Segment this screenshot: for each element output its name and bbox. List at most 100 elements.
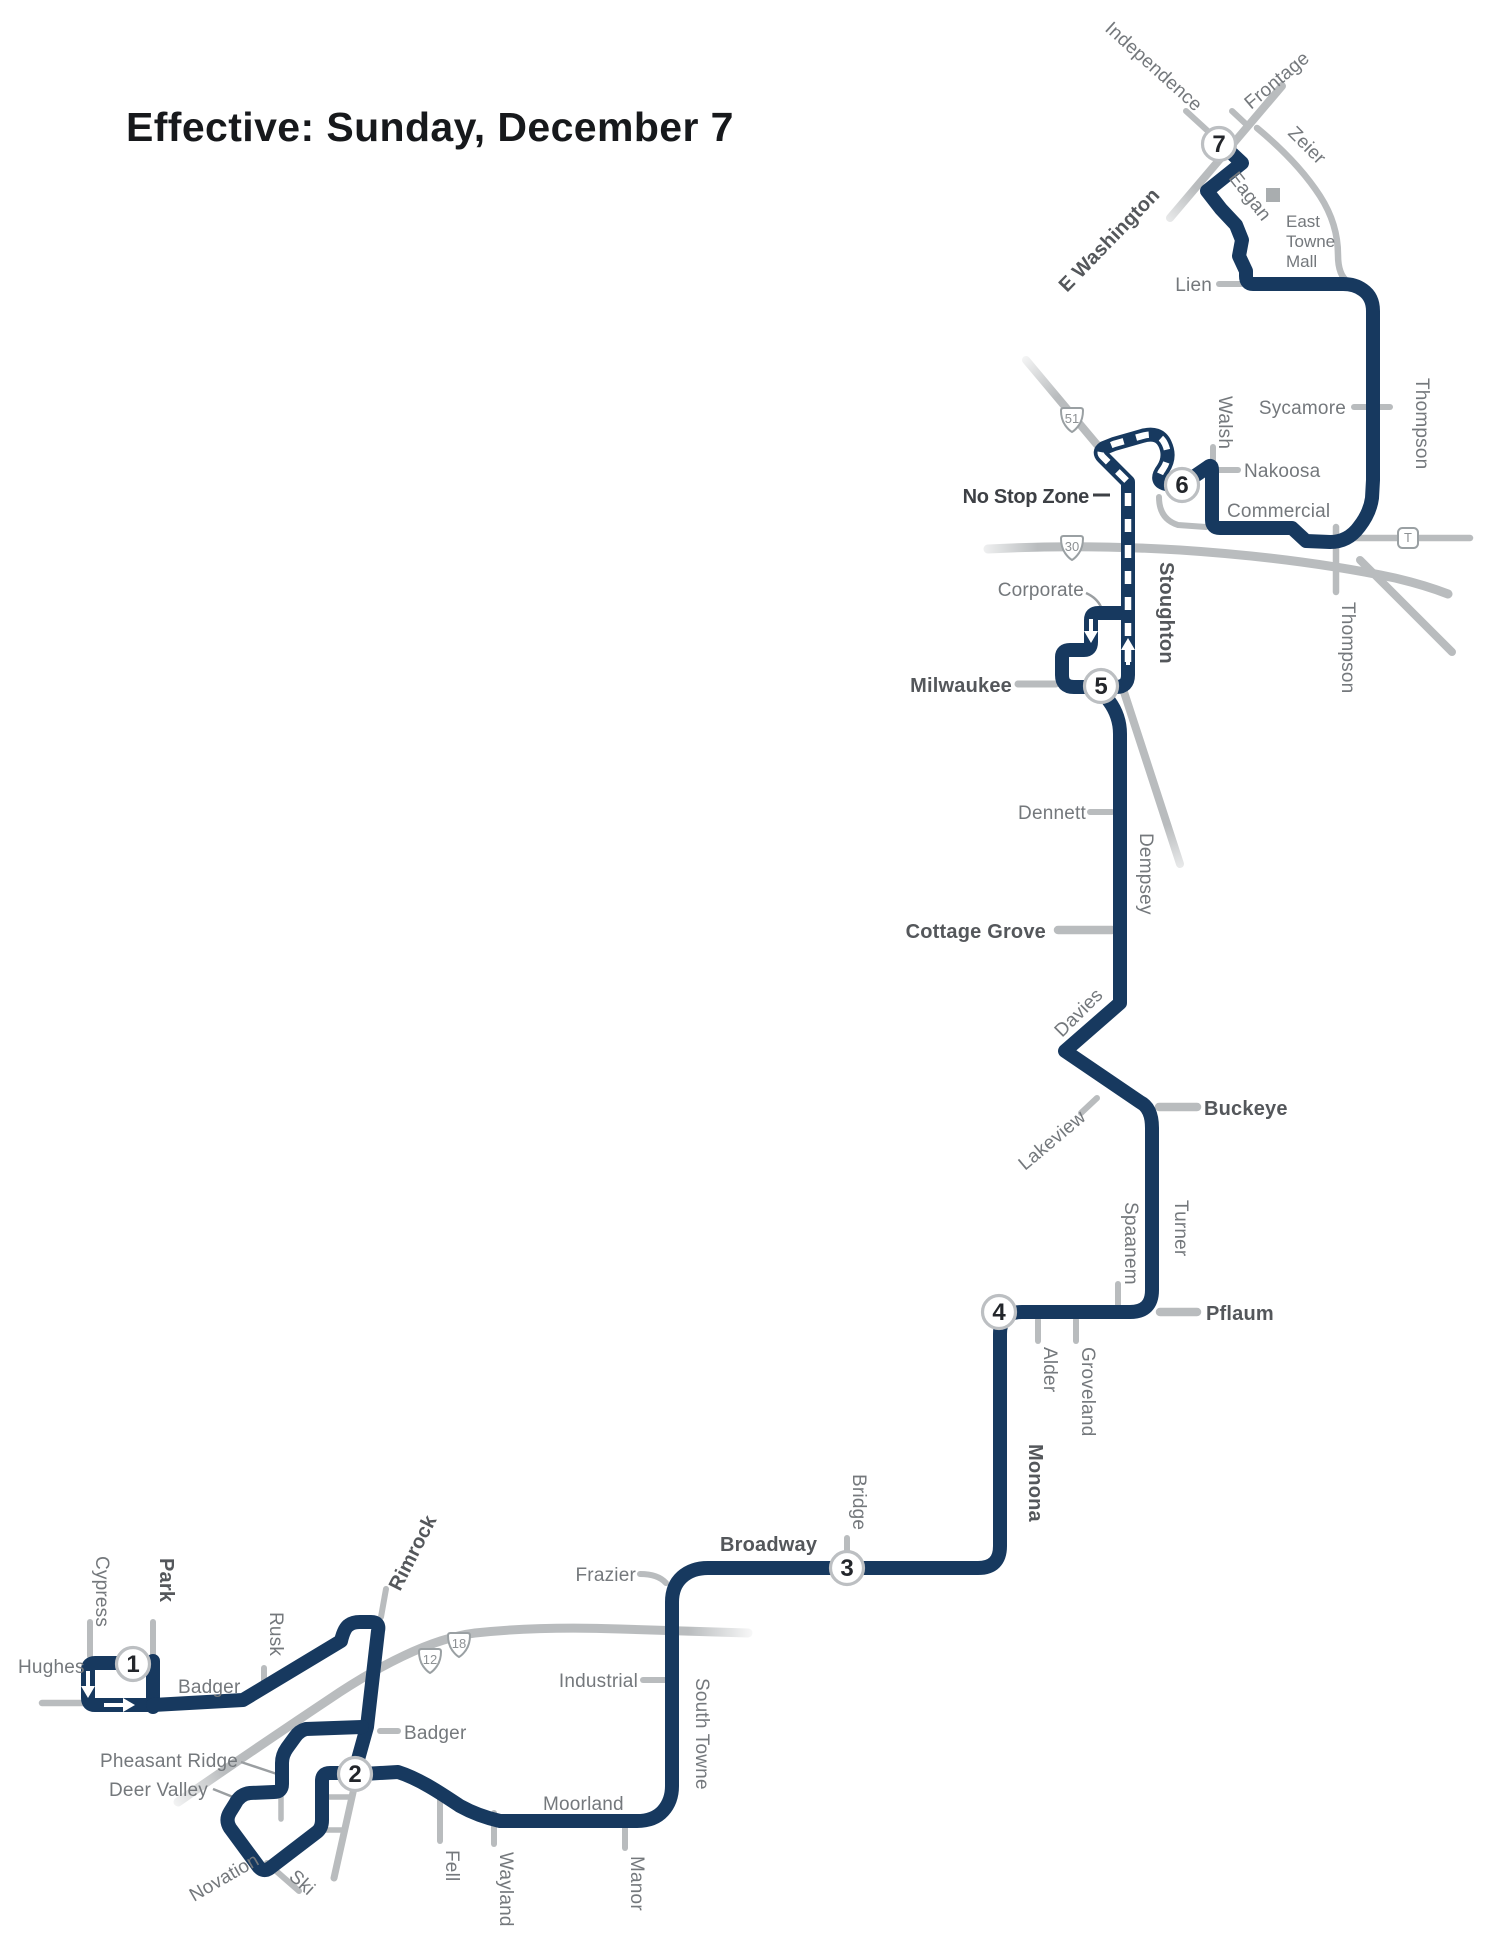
- street-label-rimrock: Rimrock: [385, 1511, 442, 1594]
- east-towne-mall-line1: East: [1286, 212, 1320, 231]
- road-independence: [1183, 108, 1213, 136]
- highway-shield-30: 30: [1059, 535, 1085, 562]
- street-label-pheasant-ridge: Pheasant Ridge: [100, 1751, 238, 1772]
- arrow-right-stop1-loop: [104, 1698, 135, 1712]
- street-label-moorland: Moorland: [543, 1794, 624, 1815]
- arrow-up-stoughton: [1121, 638, 1135, 665]
- street-label-independence: Independence: [1101, 18, 1206, 116]
- stop-3-marker: 3: [828, 1549, 866, 1587]
- street-label-turner: Turner: [1170, 1200, 1191, 1257]
- street-label-sycamore: Sycamore: [1259, 398, 1346, 419]
- street-label-alder: Alder: [1039, 1347, 1060, 1393]
- arrow-down-stop1-loop: [81, 1671, 95, 1698]
- street-label-dempsey: Dempsey: [1135, 833, 1156, 915]
- route-no-stop-zone-dashes: [1097, 431, 1175, 662]
- tick-frazier: [637, 1571, 669, 1586]
- street-label-park: Park: [155, 1558, 177, 1603]
- street-label-buckeye: Buckeye: [1204, 1098, 1288, 1120]
- street-label-groveland: Groveland: [1077, 1347, 1098, 1436]
- street-label-hughes: Hughes: [18, 1657, 85, 1678]
- road-zeier: [1253, 124, 1352, 286]
- street-label-ski: Ski: [285, 1866, 319, 1900]
- street-label-stoughton: Stoughton: [1155, 562, 1177, 664]
- street-label-thompson-upper: Thompson: [1411, 378, 1432, 469]
- street-label-cottage-grove: Cottage Grove: [906, 921, 1046, 943]
- street-label-lien: Lien: [1175, 275, 1212, 296]
- street-label-industrial: Industrial: [559, 1671, 638, 1692]
- road-rimrock-upper: [378, 1586, 389, 1620]
- street-label-badger-south: Badger: [404, 1723, 467, 1744]
- road-highway-30-branch: [1356, 556, 1456, 656]
- shield-51-label: 51: [1065, 411, 1079, 426]
- stop-4-circle: [980, 1293, 1018, 1331]
- street-label-milwaukee: Milwaukee: [910, 675, 1012, 697]
- street-label-corporate: Corporate: [998, 580, 1084, 601]
- street-label-south-towne: South Towne: [691, 1678, 712, 1790]
- stop-5-circle: [1082, 667, 1120, 705]
- street-label-walsh: Walsh: [1214, 396, 1235, 449]
- fade-hwy1218-right: [688, 1616, 760, 1648]
- label-no-stop-zone: No Stop Zone: [963, 486, 1090, 508]
- east-towne-mall-line2: Towne: [1286, 232, 1335, 251]
- street-label-commercial: Commercial: [1227, 501, 1330, 522]
- street-label-manor: Manor: [626, 1856, 647, 1911]
- stop-2-marker: 2: [336, 1755, 374, 1793]
- street-label-cypress: Cypress: [91, 1556, 112, 1627]
- stop-3-number: 3: [840, 1555, 853, 1582]
- stop-4-marker: 4: [980, 1293, 1018, 1331]
- street-label-spaanem: Spaanem: [1120, 1202, 1141, 1285]
- pointer-pheasant-ridge: [240, 1760, 278, 1776]
- highway-shield-51: 51: [1059, 407, 1085, 434]
- stop-7-circle: [1200, 125, 1238, 163]
- street-label-frontage: Frontage: [1241, 48, 1314, 114]
- fade-hwy30-left: [968, 536, 1038, 562]
- fade-hwy1218-left: [156, 1760, 234, 1824]
- street-label-lakeview: Lakeview: [1015, 1107, 1090, 1175]
- shield-t-label: T: [1404, 530, 1412, 545]
- stop-1-marker: 1: [114, 1645, 152, 1683]
- street-label-bridge: Bridge: [848, 1474, 869, 1530]
- stop-7-marker: 7: [1200, 125, 1238, 163]
- road-highway-12-18: [173, 1623, 753, 1807]
- stop-5-number: 5: [1094, 673, 1107, 700]
- shield-12-label: 12: [423, 1652, 437, 1667]
- street-label-dennett: Dennett: [1018, 803, 1086, 824]
- fade-hwy51-lower: [1154, 820, 1202, 892]
- street-label-wayland: Wayland: [495, 1852, 516, 1927]
- street-label-deer-valley: Deer Valley: [109, 1780, 208, 1801]
- highway-shields: 51 30 12 18 T: [417, 407, 1419, 1675]
- stop-6-number: 6: [1175, 472, 1188, 499]
- east-towne-mall-label: East Towne Mall: [1286, 212, 1335, 271]
- street-label-broadway: Broadway: [720, 1534, 818, 1556]
- arrow-down-corporate-loop: [1084, 619, 1098, 643]
- route-main-west-east: [146, 606, 1159, 1828]
- street-label-thompson-lower: Thompson: [1337, 602, 1358, 693]
- stop-1-number: 1: [126, 1651, 139, 1678]
- street-label-nakoosa: Nakoosa: [1244, 461, 1321, 482]
- highway-shield-18: 18: [446, 1632, 472, 1659]
- shield-30-label: 30: [1065, 539, 1079, 554]
- street-label-rusk: Rusk: [265, 1612, 286, 1656]
- stop-5-marker: 5: [1082, 667, 1120, 705]
- page-title: Effective: Sunday, December 7: [126, 104, 734, 150]
- stop-6-circle: [1163, 466, 1201, 504]
- highway-shield-12: 12: [417, 1648, 443, 1675]
- street-label-frazier: Frazier: [575, 1565, 636, 1586]
- road-service-loop-stop6: [1156, 494, 1209, 530]
- street-label-e-washington: E Washington: [1055, 184, 1165, 296]
- pointer-corporate: [1085, 591, 1103, 608]
- street-label-pflaum: Pflaum: [1206, 1303, 1274, 1325]
- stop-markers: 1 2 3 4 5 6 7: [114, 125, 1238, 1793]
- stop-2-number: 2: [348, 1761, 361, 1788]
- tick-lakeview: [1078, 1095, 1100, 1116]
- street-label-novation: Novation: [186, 1850, 263, 1906]
- street-label-fell: Fell: [441, 1850, 462, 1881]
- east-towne-mall-line3: Mall: [1286, 252, 1317, 271]
- road-fades: [156, 179, 1206, 1824]
- street-label-monona: Monona: [1024, 1444, 1046, 1523]
- stop-6-marker: 6: [1163, 466, 1201, 504]
- street-label-badger-west: Badger: [178, 1677, 241, 1698]
- stop-4-number: 4: [992, 1299, 1006, 1326]
